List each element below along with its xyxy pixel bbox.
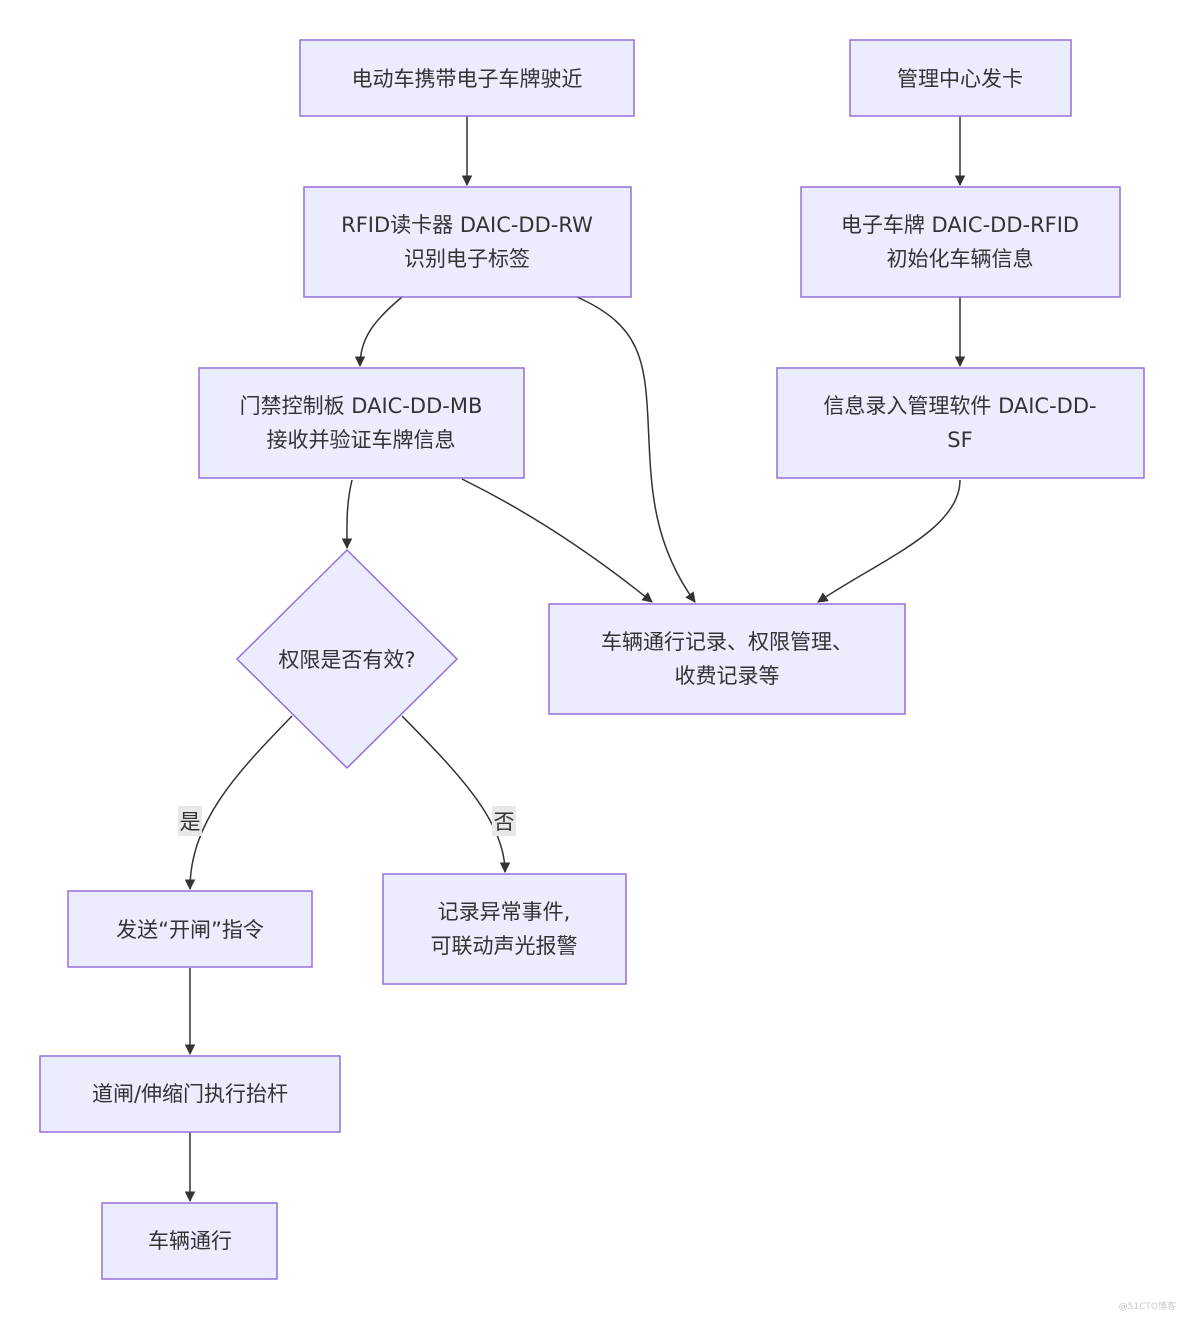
node-rfid-reader-text-1: RFID读卡器 DAIC-DD-RW [341,213,593,237]
node-open-command: 发送“开闸”指令 [67,890,313,968]
node-card-issue: 管理中心发卡 [849,39,1072,117]
node-gate-lift-text: 道闸/伸缩门执行抬杆 [92,1082,288,1106]
edge-label-no: 否 [492,806,516,836]
node-ev-approach-text: 电动车携带电子车牌驶近 [352,67,583,91]
edge-decision-to-log [401,715,511,874]
node-rfid-reader-text-2: 识别电子标签 [404,247,530,271]
node-access-board: 门禁控制板 DAIC-DD-MB 接收并验证车牌信息 [198,367,525,479]
node-vehicle-pass: 车辆通行 [101,1202,278,1280]
node-e-plate-text-1: 电子车牌 DAIC-DD-RFID [841,213,1079,237]
node-open-command-text: 发送“开闸”指令 [116,918,264,942]
node-access-board-text-1: 门禁控制板 DAIC-DD-MB [240,394,483,418]
edge-label-no-text: 否 [494,810,515,834]
node-log-exception-text-2: 可联动声光报警 [431,934,578,958]
node-log-exception: 记录异常事件, 可联动声光报警 [382,873,627,985]
node-card-issue-text: 管理中心发卡 [897,67,1023,91]
edge-decision-to-open [184,715,293,891]
edge-software-to-records [817,479,961,603]
node-records-text-1: 车辆通行记录、权限管理、 [601,630,853,654]
edges [184,116,966,1203]
node-vehicle-pass-text: 车辆通行 [148,1229,232,1253]
node-gate-lift: 道闸/伸缩门执行抬杆 [39,1055,341,1133]
node-rfid-reader: RFID读卡器 DAIC-DD-RW 识别电子标签 [303,186,632,298]
edge-label-yes: 是 [178,806,202,836]
watermark: @51CTO博客 [1118,1302,1176,1312]
node-mgmt-software: 信息录入管理软件 DAIC-DD- SF [776,367,1145,479]
node-e-plate: 电子车牌 DAIC-DD-RFID 初始化车辆信息 [800,186,1121,298]
edge-label-yes-text: 是 [180,810,201,834]
node-mgmt-software-text-2: SF [947,428,972,452]
node-records-text-2: 收费记录等 [675,664,780,688]
node-mgmt-software-text-1: 信息录入管理软件 DAIC-DD- [823,394,1096,418]
edge-board-to-records [461,478,653,603]
node-log-exception-text-1: 记录异常事件, [438,900,571,924]
edge-board-to-decision [341,479,353,550]
node-permission-decision-text: 权限是否有效? [278,648,415,672]
node-access-board-text-2: 接收并验证车牌信息 [267,428,456,452]
node-e-plate-text-2: 初始化车辆信息 [887,247,1034,271]
node-permission-decision: 权限是否有效? [235,548,459,770]
node-ev-approach: 电动车携带电子车牌驶近 [299,39,635,117]
edge-reader-to-board [354,296,403,368]
edge-reader-to-records [576,296,696,603]
node-records: 车辆通行记录、权限管理、 收费记录等 [548,603,906,715]
